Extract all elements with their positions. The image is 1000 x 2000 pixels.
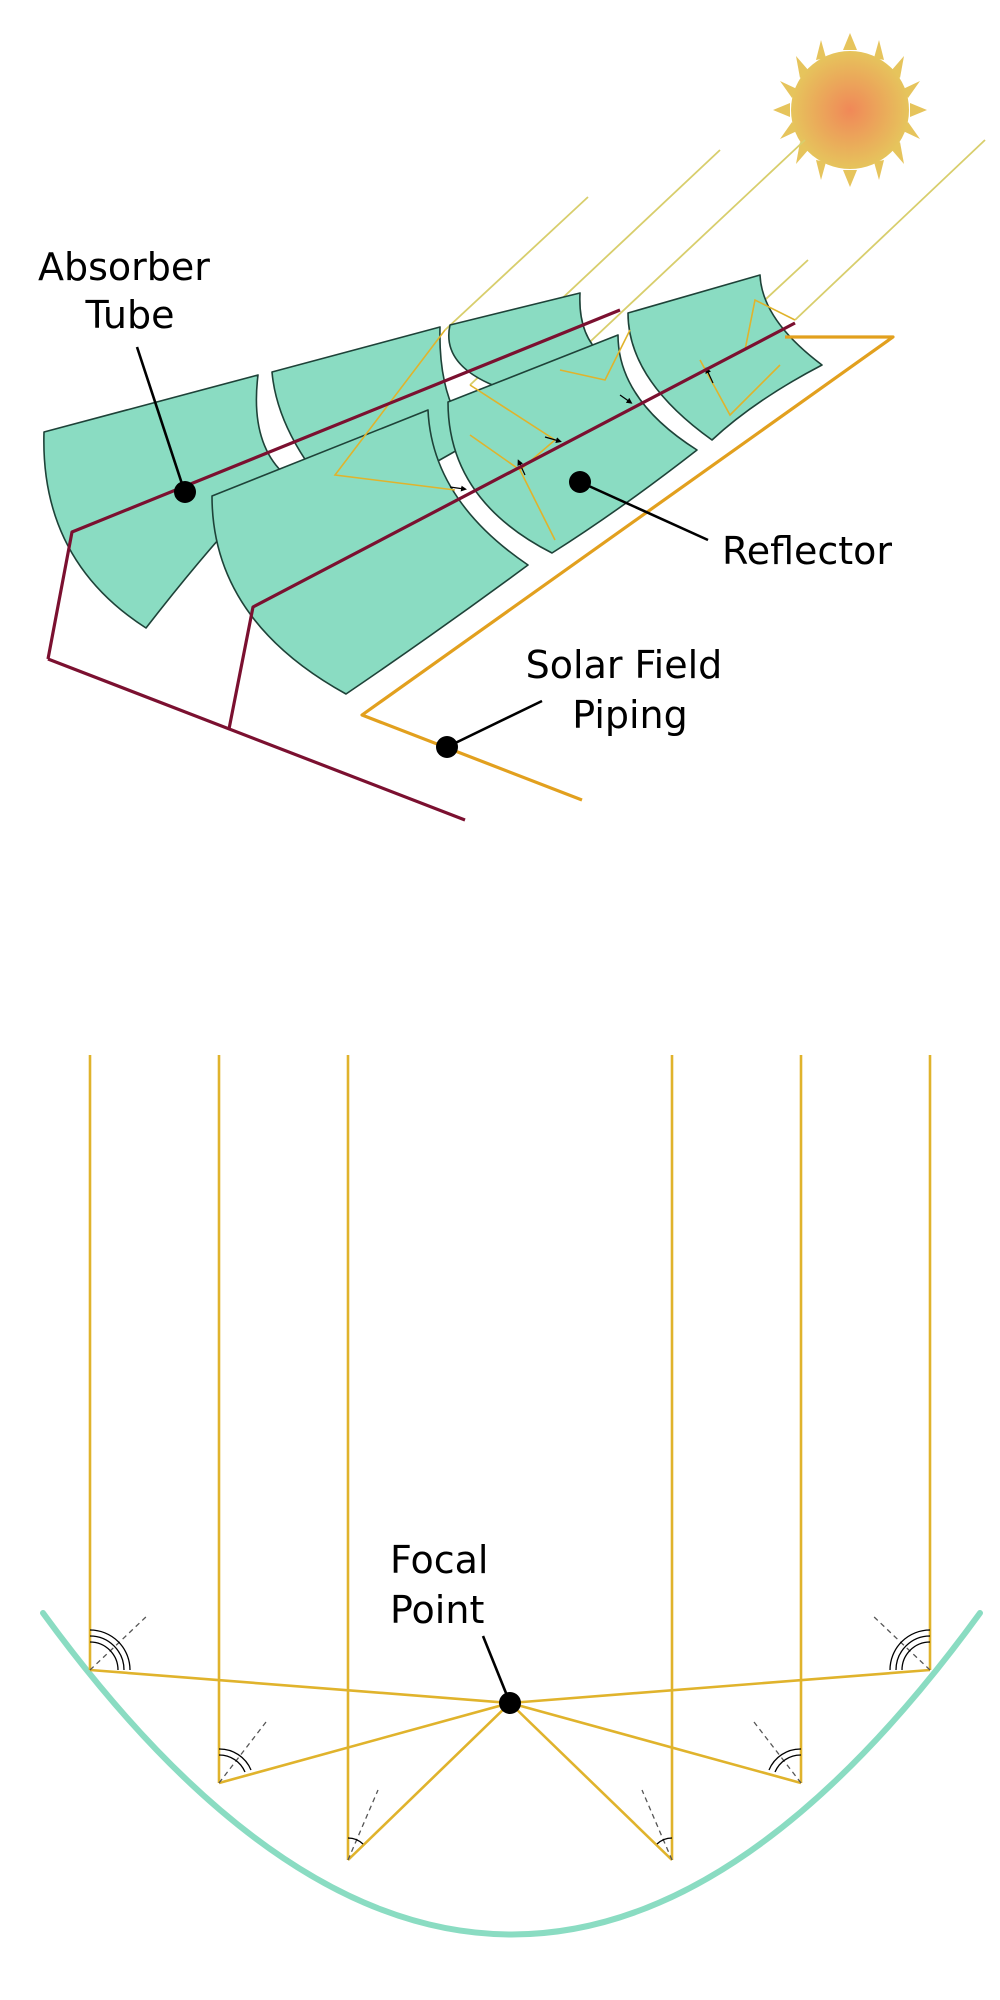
header-pipe xyxy=(47,657,466,822)
callout-dot xyxy=(569,471,591,493)
parabolic-mirror-curve xyxy=(40,1610,983,1938)
reflector-segment xyxy=(447,334,698,554)
callout-dot xyxy=(436,736,458,758)
solar-field-piping xyxy=(360,335,895,802)
absorber-tubes xyxy=(46,308,796,822)
absorber-tube-back xyxy=(46,308,621,660)
reflection-traces xyxy=(333,298,796,541)
absorber-tube-front xyxy=(227,321,796,730)
label-absorber-tube: Absorber Tube xyxy=(38,245,222,337)
angle-arcs xyxy=(89,1629,931,1845)
callout-absorber-tube: Absorber Tube xyxy=(38,245,222,503)
incoming-sun-rays xyxy=(444,139,986,386)
callout-focal-point: Focal Point xyxy=(390,1538,521,1714)
sun-icon xyxy=(773,33,927,187)
ray-arrows xyxy=(449,367,714,492)
reflector-segment xyxy=(43,374,283,629)
trough-field-illustration: Absorber Tube Reflector Solar Field Pipi… xyxy=(38,33,986,822)
reflector-segment xyxy=(627,274,823,441)
reflector-segment xyxy=(211,409,529,695)
label-solar-field-piping: Solar Field Piping xyxy=(526,643,735,737)
surface-normals xyxy=(89,1614,931,1861)
callout-solar-field-piping: Solar Field Piping xyxy=(436,643,735,758)
reflector-row-front xyxy=(211,334,698,695)
label-reflector: Reflector xyxy=(722,529,892,573)
callout-dot xyxy=(174,481,196,503)
callout-reflector: Reflector xyxy=(569,471,892,573)
focal-point-dot xyxy=(499,1692,521,1714)
incident-rays xyxy=(88,1055,932,1860)
reflected-rays xyxy=(89,1668,931,1861)
parabola-cross-section: Focal Point xyxy=(40,1055,983,1938)
label-focal-point: Focal Point xyxy=(390,1538,501,1632)
